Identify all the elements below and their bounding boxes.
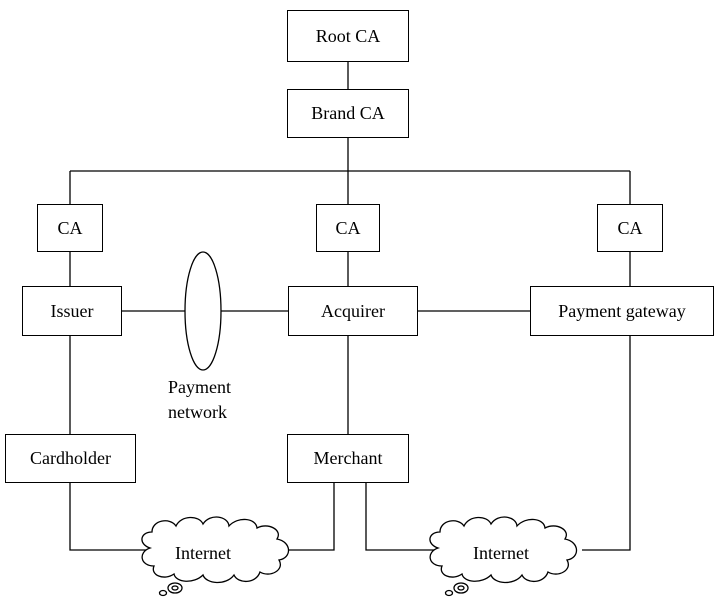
payment-gateway-box: Payment gateway [530,286,714,336]
ca-right-label: CA [617,217,643,238]
cardholder-internet-connector [69,483,146,551]
issuer-label: Issuer [50,300,94,321]
acquirer-box: Acquirer [288,286,418,336]
gateway-internet-connector [582,336,631,551]
internet-cloud-right-icon [429,516,578,597]
internet-cloud-left-icon [141,516,290,597]
ca-left-box: CA [37,204,103,252]
ca-left-label: CA [57,217,83,238]
internet-left-label: Internet [175,543,231,563]
internet-right-label: Internet [473,543,529,563]
merchant-internet-connector [288,483,335,551]
merchant-internet2-connector [365,483,437,551]
ca-right-box: CA [597,204,663,252]
brand-ca-box: Brand CA [287,89,409,138]
payment-network-ellipse [184,251,222,371]
root-ca-box: Root CA [287,10,409,62]
issuer-box: Issuer [22,286,122,336]
acquirer-label: Acquirer [321,300,385,321]
ca-middle-label: CA [335,217,361,238]
payment-gateway-label: Payment gateway [558,300,686,321]
cardholder-box: Cardholder [5,434,136,483]
root-ca-label: Root CA [315,25,381,46]
cardholder-label: Cardholder [30,448,111,468]
merchant-label: Merchant [313,448,383,468]
ca-middle-box: CA [316,204,380,252]
merchant-box: Merchant [287,434,409,483]
payment-network-label-line1: Payment [168,377,231,397]
payment-network-label-line2: network [168,402,227,422]
brand-ca-label: Brand CA [311,103,385,123]
